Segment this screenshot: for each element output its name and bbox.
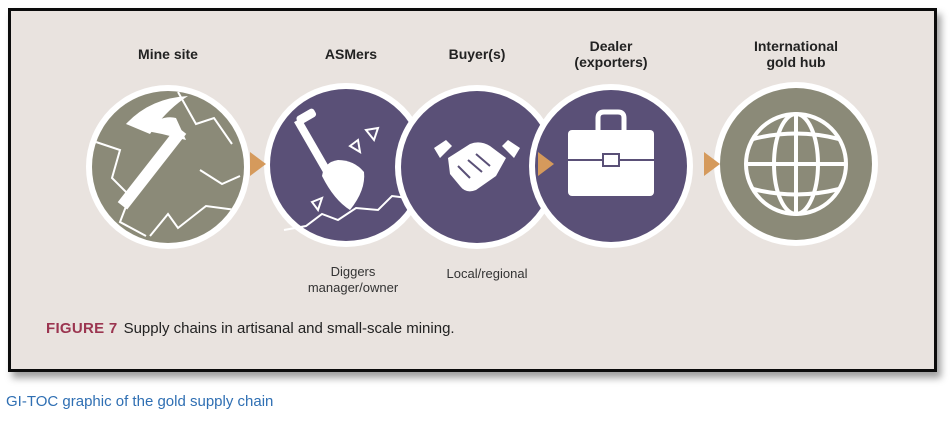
stage-subtitle-line: Local/regional bbox=[446, 266, 528, 281]
stage-title-line: International bbox=[753, 38, 838, 54]
briefcase-icon bbox=[568, 109, 654, 196]
stage-title-line: Buyer(s) bbox=[448, 46, 506, 62]
stage-subtitle-buyers: Local/regional bbox=[432, 266, 542, 282]
globe-icon bbox=[744, 112, 848, 216]
stage-title-line: ASMers bbox=[324, 46, 378, 62]
stage-title-line: Mine site bbox=[138, 46, 198, 62]
ground-line bbox=[283, 194, 409, 231]
stage-buyers bbox=[395, 85, 559, 249]
rock-fragments-icon bbox=[310, 126, 380, 213]
rock-crack-lines bbox=[95, 91, 241, 237]
stage-title-dealer: Dealer (exporters) bbox=[566, 38, 656, 70]
figure-caption: FIGURE 7 Supply chains in artisanal and s… bbox=[46, 320, 455, 337]
stage-title-line: Dealer bbox=[589, 38, 633, 54]
supply-chain-diagram bbox=[86, 82, 878, 249]
stage-mine-site bbox=[86, 85, 250, 249]
stage-asmers bbox=[264, 83, 428, 247]
arrow-icon bbox=[538, 152, 554, 176]
stage-dealer bbox=[529, 84, 693, 248]
handshake-icon bbox=[434, 140, 520, 192]
stage-title-asmers: ASMers bbox=[316, 46, 386, 62]
stage-subtitle-line: Diggers bbox=[330, 264, 376, 279]
arrow-icon bbox=[704, 152, 720, 176]
stage-title-line: (exporters) bbox=[574, 54, 648, 70]
figure-label: FIGURE 7 bbox=[46, 320, 118, 337]
figure-text: Supply chains in artisanal and small-sca… bbox=[123, 320, 455, 337]
stage-title-mine-site: Mine site bbox=[128, 46, 208, 62]
image-caption: GI-TOC graphic of the gold supply chain bbox=[6, 393, 274, 410]
stage-title-buyers: Buyer(s) bbox=[442, 46, 512, 62]
stage-subtitle-line: manager/owner bbox=[307, 280, 399, 295]
stage-subtitle-asmers: Diggers manager/owner bbox=[298, 264, 408, 296]
stage-title-gold-hub: International gold hub bbox=[741, 38, 851, 70]
stage-title-line: gold hub bbox=[766, 54, 826, 70]
arrow-icon bbox=[250, 152, 266, 176]
pickaxe-icon bbox=[117, 96, 188, 210]
shovel-icon bbox=[294, 108, 365, 210]
stage-gold-hub bbox=[714, 82, 878, 246]
